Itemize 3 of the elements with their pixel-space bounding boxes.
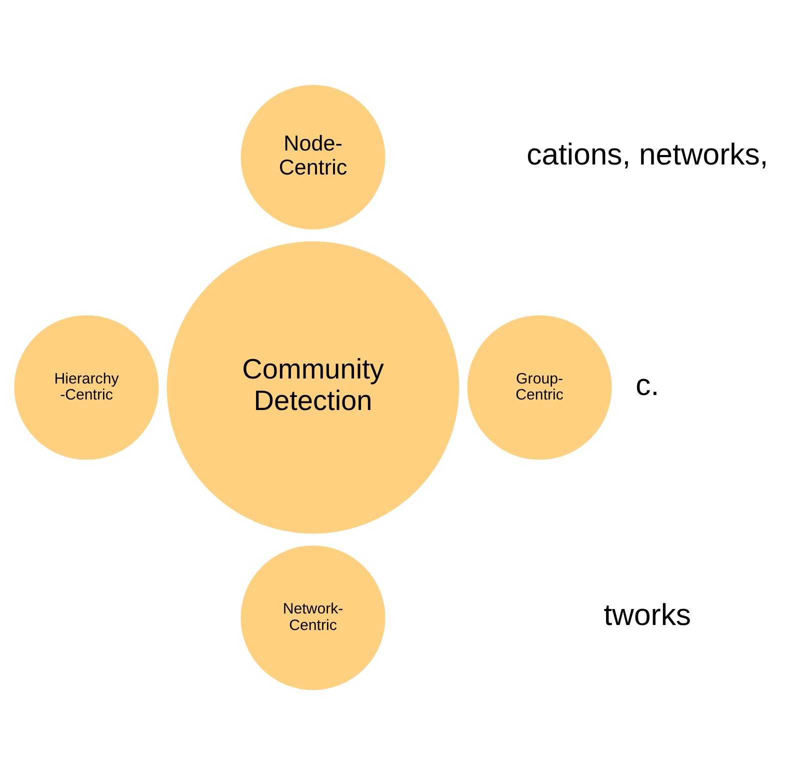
label: c. bbox=[636, 368, 660, 402]
label: tworks bbox=[604, 598, 692, 632]
label: cations, networks, bbox=[526, 138, 768, 172]
